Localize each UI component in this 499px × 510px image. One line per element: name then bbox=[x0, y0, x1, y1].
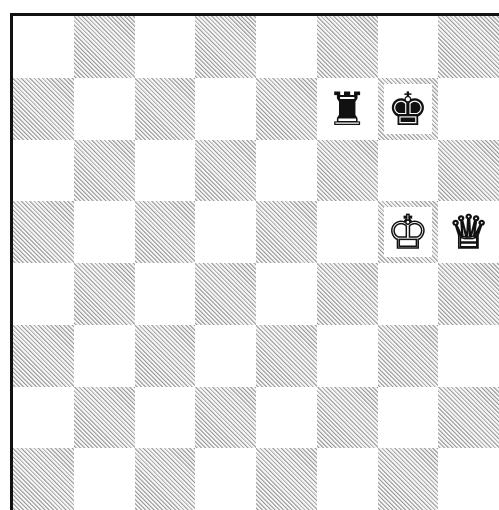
square-d8[interactable] bbox=[195, 16, 256, 78]
square-b6[interactable] bbox=[74, 140, 135, 202]
square-a3[interactable] bbox=[13, 325, 74, 387]
square-h3[interactable] bbox=[438, 325, 499, 387]
square-h8[interactable] bbox=[438, 16, 499, 78]
white-king-icon[interactable]: ♔ bbox=[387, 209, 428, 255]
square-h1[interactable] bbox=[438, 448, 499, 510]
square-d7[interactable] bbox=[195, 78, 256, 140]
square-f5[interactable] bbox=[317, 201, 378, 263]
square-e5[interactable] bbox=[256, 201, 317, 263]
square-c7[interactable] bbox=[135, 78, 196, 140]
square-g1[interactable] bbox=[378, 448, 439, 510]
square-g4[interactable] bbox=[378, 263, 439, 325]
square-g5[interactable]: ♔ bbox=[378, 201, 439, 263]
square-c1[interactable] bbox=[135, 448, 196, 510]
square-e7[interactable] bbox=[256, 78, 317, 140]
square-d5[interactable] bbox=[195, 201, 256, 263]
square-h2[interactable] bbox=[438, 387, 499, 449]
white-queen-icon[interactable]: ♕ bbox=[448, 209, 489, 255]
chess-board: ♜ ♚ ♔ ♕ bbox=[10, 13, 499, 510]
black-king-icon[interactable]: ♚ bbox=[387, 86, 428, 132]
square-h4[interactable] bbox=[438, 263, 499, 325]
square-d1[interactable] bbox=[195, 448, 256, 510]
square-a1[interactable] bbox=[13, 448, 74, 510]
square-c8[interactable] bbox=[135, 16, 196, 78]
square-g6[interactable] bbox=[378, 140, 439, 202]
square-a7[interactable] bbox=[13, 78, 74, 140]
square-h7[interactable] bbox=[438, 78, 499, 140]
square-b8[interactable] bbox=[74, 16, 135, 78]
square-b2[interactable] bbox=[74, 387, 135, 449]
square-e8[interactable] bbox=[256, 16, 317, 78]
square-d4[interactable] bbox=[195, 263, 256, 325]
square-g2[interactable] bbox=[378, 387, 439, 449]
square-g3[interactable] bbox=[378, 325, 439, 387]
square-f4[interactable] bbox=[317, 263, 378, 325]
square-b7[interactable] bbox=[74, 78, 135, 140]
square-e3[interactable] bbox=[256, 325, 317, 387]
square-d3[interactable] bbox=[195, 325, 256, 387]
square-c6[interactable] bbox=[135, 140, 196, 202]
square-b1[interactable] bbox=[74, 448, 135, 510]
square-c4[interactable] bbox=[135, 263, 196, 325]
square-a6[interactable] bbox=[13, 140, 74, 202]
square-e2[interactable] bbox=[256, 387, 317, 449]
square-b3[interactable] bbox=[74, 325, 135, 387]
square-d6[interactable] bbox=[195, 140, 256, 202]
square-c5[interactable] bbox=[135, 201, 196, 263]
square-g7[interactable]: ♚ bbox=[378, 78, 439, 140]
square-e6[interactable] bbox=[256, 140, 317, 202]
square-f1[interactable] bbox=[317, 448, 378, 510]
piece-holder: ♕ bbox=[448, 209, 489, 255]
square-h5[interactable]: ♕ bbox=[438, 201, 499, 263]
piece-holder: ♚ bbox=[387, 86, 428, 132]
square-b4[interactable] bbox=[74, 263, 135, 325]
square-b5[interactable] bbox=[74, 201, 135, 263]
square-f2[interactable] bbox=[317, 387, 378, 449]
square-f7[interactable]: ♜ bbox=[317, 78, 378, 140]
square-d2[interactable] bbox=[195, 387, 256, 449]
square-f6[interactable] bbox=[317, 140, 378, 202]
square-f8[interactable] bbox=[317, 16, 378, 78]
piece-holder: ♜ bbox=[327, 86, 368, 132]
square-e4[interactable] bbox=[256, 263, 317, 325]
square-c2[interactable] bbox=[135, 387, 196, 449]
square-a4[interactable] bbox=[13, 263, 74, 325]
square-g8[interactable] bbox=[378, 16, 439, 78]
square-h6[interactable] bbox=[438, 140, 499, 202]
square-e1[interactable] bbox=[256, 448, 317, 510]
black-rook-icon[interactable]: ♜ bbox=[327, 86, 368, 132]
square-f3[interactable] bbox=[317, 325, 378, 387]
square-a5[interactable] bbox=[13, 201, 74, 263]
square-c3[interactable] bbox=[135, 325, 196, 387]
square-a2[interactable] bbox=[13, 387, 74, 449]
piece-holder: ♔ bbox=[387, 209, 428, 255]
square-a8[interactable] bbox=[13, 16, 74, 78]
